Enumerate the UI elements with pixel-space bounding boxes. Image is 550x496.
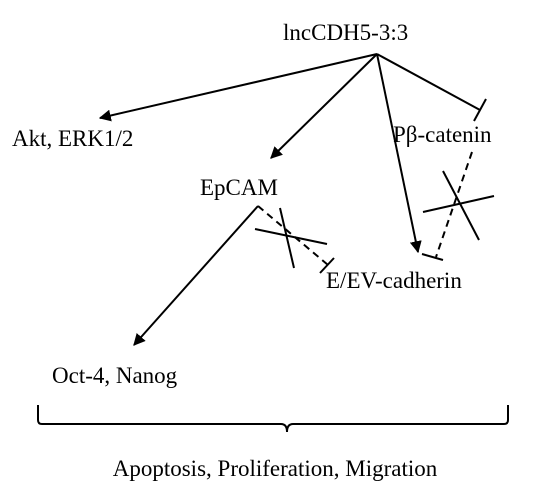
block-cross-pbeta-b: [442, 170, 480, 241]
block-cross-epcam-a: [254, 228, 328, 245]
edge-lnc-to-akt: [98, 53, 378, 122]
node-pbeta-catenin: Pβ-catenin: [393, 122, 492, 147]
inhibition-bar-epcam-ecadherin: [319, 257, 335, 274]
node-epcam: EpCAM: [200, 175, 278, 200]
node-akt-erk: Akt, ERK1/2: [12, 126, 133, 151]
node-e-ev-cadherin: E/EV-cadherin: [326, 268, 462, 293]
edge-pbeta-inhibits-ecadherin: [435, 151, 473, 258]
inhibition-bar-pbeta-ecadherin: [421, 253, 444, 261]
edge-lnc-to-epcam: [270, 53, 378, 159]
block-cross-epcam-b: [279, 207, 295, 269]
edge-lnc-to-ecadherin: [376, 53, 422, 254]
node-oct4-nanog: Oct-4, Nanog: [52, 363, 178, 388]
inhibition-bar-pbeta: [473, 98, 487, 122]
grouping-brace: [37, 405, 509, 433]
node-lnccdh5: lncCDH5-3:3: [283, 20, 408, 45]
edge-epcam-to-oct4: [133, 205, 259, 346]
block-cross-pbeta-a: [422, 195, 495, 213]
edge-lnc-inhibits-pbeta: [376, 53, 481, 111]
outcomes-label: Apoptosis, Proliferation, Migration: [113, 456, 438, 481]
edge-epcam-inhibits-ecadherin: [257, 205, 329, 266]
